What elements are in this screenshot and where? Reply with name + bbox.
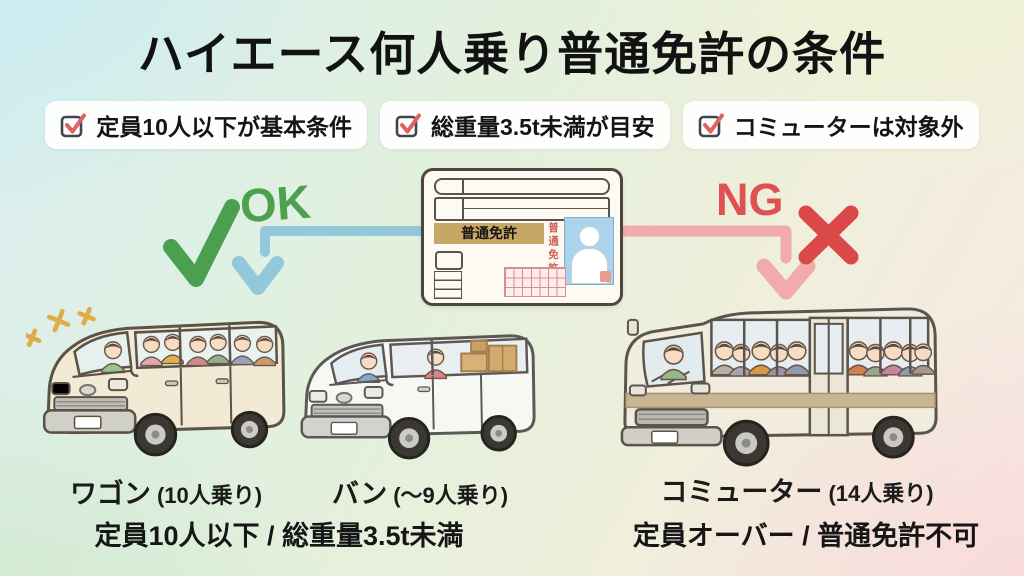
license-photo xyxy=(564,217,614,285)
cargo-boxes xyxy=(460,339,518,373)
grille xyxy=(53,396,129,412)
wagon-illustration xyxy=(26,306,286,457)
wheel xyxy=(387,417,431,460)
license-name-field xyxy=(434,178,610,195)
vehicle-capacity: (14人乗り) xyxy=(828,481,934,506)
ng-arrow xyxy=(610,225,816,300)
checkbox-check-icon xyxy=(61,113,87,137)
grille xyxy=(634,408,709,427)
wheel xyxy=(871,415,915,459)
ng-footnote: 定員オーバー / 普通免許不可 xyxy=(632,521,980,551)
toyota-emblem xyxy=(335,391,353,404)
wheel xyxy=(480,415,517,452)
page-title: ハイエース何人乗り普通免許の条件 xyxy=(137,28,887,80)
commuter-label: コミューター(14人乗り) xyxy=(660,470,933,509)
sparkle-icon xyxy=(26,306,96,348)
checkbox-check-icon xyxy=(698,113,724,137)
license-type-banner: 普通免許 xyxy=(434,223,544,244)
bus-door xyxy=(808,316,849,437)
headlight xyxy=(628,384,647,397)
wheel xyxy=(722,419,770,467)
headlight xyxy=(107,377,129,392)
drivers-license-card: 普通免許 普通免許 xyxy=(421,168,623,306)
condition-label: コミューターは対象外 xyxy=(733,114,964,140)
photo-silhouette-body xyxy=(571,248,608,284)
vehicle-name: コミューター xyxy=(660,477,823,507)
headlight xyxy=(690,382,711,395)
headlight xyxy=(363,386,384,399)
vehicle-name: ワゴン xyxy=(69,479,151,509)
wheel xyxy=(133,412,178,457)
ok-arrow xyxy=(232,226,425,295)
wheel xyxy=(230,410,269,449)
license-info-field xyxy=(434,197,610,221)
license-grid-table xyxy=(504,267,566,297)
ok-check-icon xyxy=(163,199,240,287)
checkbox-check-icon xyxy=(395,113,421,137)
condition-label: 定員10人以下が基本条件 xyxy=(96,114,352,140)
van-label: バン(〜9人乗り) xyxy=(332,472,508,511)
ok-label: OK xyxy=(238,174,313,233)
photo-silhouette-head xyxy=(579,226,600,247)
photo-stamp xyxy=(600,271,611,282)
side-stripe xyxy=(625,392,936,409)
ng-label: NG xyxy=(716,174,784,225)
condition-pill-weight: 総重量3.5t未満が目安 xyxy=(379,101,670,149)
license-plate xyxy=(330,421,358,435)
license-photo-label: 普通免許 xyxy=(547,222,559,276)
vehicle-capacity: (〜9人乗り) xyxy=(393,483,509,508)
conditions-row: 定員10人以下が基本条件 総重量3.5t未満が目安 コミューターは対象外 xyxy=(0,101,1024,149)
license-plate xyxy=(73,415,102,430)
condition-pill-commuter: コミューターは対象外 xyxy=(682,101,979,149)
van-illustration xyxy=(300,334,536,460)
ng-cross-icon xyxy=(798,205,859,265)
license-plate xyxy=(651,430,679,444)
condition-label: 総重量3.5t未満が目安 xyxy=(430,114,655,140)
headlight xyxy=(308,389,328,403)
license-left-table xyxy=(434,271,462,299)
vehicle-name: バン xyxy=(331,479,388,509)
license-condition-box xyxy=(435,251,463,270)
wagon-label: ワゴン(10人乗り) xyxy=(70,472,262,511)
commuter-bus-illustration xyxy=(620,307,938,467)
ok-footnote: 定員10人以下 / 総重量3.5t未満 xyxy=(94,521,464,551)
side-mirror xyxy=(626,318,639,336)
side-mirror xyxy=(129,366,139,378)
side-mirror xyxy=(385,376,394,387)
vehicle-capacity: (10人乗り) xyxy=(156,483,263,508)
headlight xyxy=(51,382,71,396)
condition-pill-capacity: 定員10人以下が基本条件 xyxy=(45,101,367,149)
toyota-emblem xyxy=(79,384,97,397)
